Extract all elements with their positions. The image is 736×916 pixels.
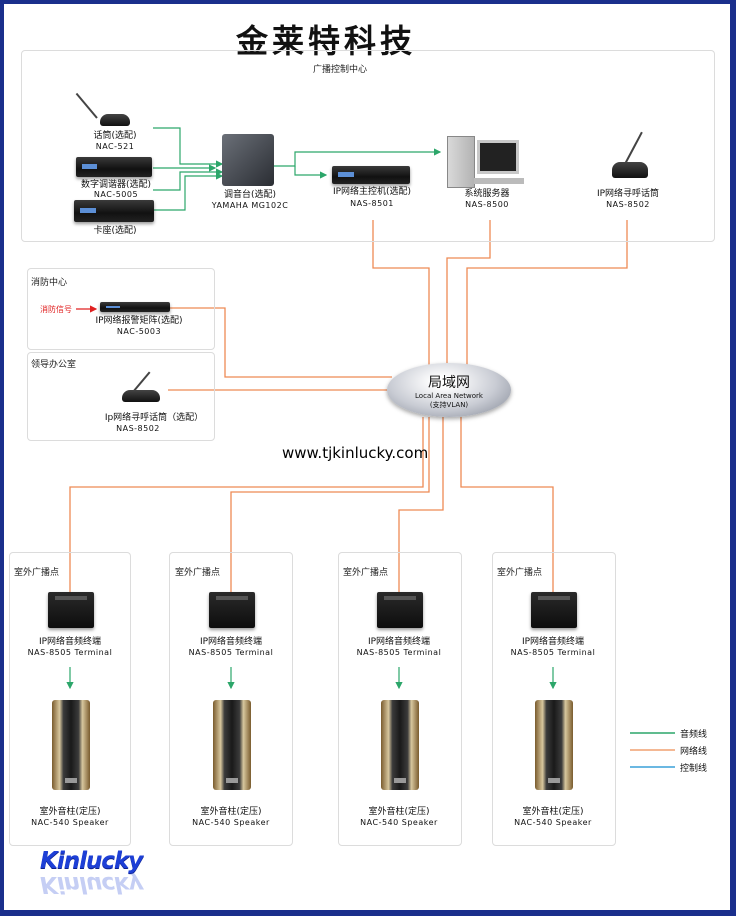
lan-note-label: (支持VLAN) xyxy=(429,401,469,409)
speaker-model-4: NAC-540 Speaker xyxy=(514,818,592,827)
office-label: 领导办公室 xyxy=(31,360,77,370)
deck-label: 卡座(选配) xyxy=(93,226,137,236)
speaker-image-3 xyxy=(381,700,419,790)
paging-main-label: IP网络寻呼话筒 xyxy=(596,189,660,199)
host-label: IP网络主控机(选配) xyxy=(332,187,412,197)
brand-logo-reflection: Kinlucky xyxy=(40,871,143,897)
speaker-image-1 xyxy=(52,700,90,790)
speaker-image-4 xyxy=(535,700,573,790)
lan-main-label: 局域网 xyxy=(428,375,470,391)
server-label: 系统服务器 xyxy=(464,189,510,199)
alarm-matrix-model: NAC-5003 xyxy=(116,327,162,336)
server-model: NAS-8500 xyxy=(465,200,509,209)
speaker-model-1: NAC-540 Speaker xyxy=(31,818,109,827)
lan-cloud: 局域网 Local Area Network (支持VLAN) xyxy=(387,363,511,417)
legend-network: 网络线 xyxy=(680,747,708,757)
tuner-image xyxy=(76,157,152,177)
host-model: NAS-8501 xyxy=(350,199,394,208)
paging-main-model: NAS-8502 xyxy=(606,200,650,209)
deck-image xyxy=(74,200,154,222)
tuner-label: 数字调谐器(选配) xyxy=(80,180,152,190)
tuner-model: NAC-5005 xyxy=(93,190,139,199)
brand-logo: Kinlucky xyxy=(40,848,143,874)
terminal-model-3: NAS-8505 Terminal xyxy=(356,648,442,657)
mic-label: 话筒(选配) xyxy=(93,131,137,141)
control-center-label: 广播控制中心 xyxy=(313,65,368,75)
terminal-model-1: NAS-8505 Terminal xyxy=(27,648,113,657)
server-tower-image xyxy=(447,136,475,188)
terminal-name-1: IP网络音频终端 xyxy=(38,637,102,647)
mixer-label: 调音台(选配) xyxy=(223,190,277,200)
outdoor-label-4: 室外广播点 xyxy=(497,568,543,578)
terminal-image-3 xyxy=(377,592,423,628)
mixer-model: YAMAHA MG102C xyxy=(211,201,289,210)
terminal-image-2 xyxy=(209,592,255,628)
keyboard-image xyxy=(474,178,524,184)
paging-office-model: NAS-8502 xyxy=(116,424,160,433)
outdoor-label-3: 室外广播点 xyxy=(343,568,389,578)
outdoor-zone-1 xyxy=(9,552,131,846)
speaker-model-3: NAC-540 Speaker xyxy=(360,818,438,827)
fire-center-label: 消防中心 xyxy=(31,278,68,288)
outdoor-label-1: 室外广播点 xyxy=(14,568,60,578)
diagram-canvas xyxy=(4,4,730,910)
microphone-image xyxy=(75,86,134,126)
mixer-image xyxy=(222,134,274,186)
speaker-image-2 xyxy=(213,700,251,790)
server-monitor-image xyxy=(477,140,519,174)
outdoor-zone-2 xyxy=(169,552,293,846)
audio-lines xyxy=(66,127,557,690)
speaker-name-1: 室外音柱(定压) xyxy=(39,807,101,817)
alarm-matrix-image xyxy=(100,302,170,312)
fire-center-zone xyxy=(27,268,215,350)
legend-audio: 音频线 xyxy=(680,730,708,740)
terminal-model-2: NAS-8505 Terminal xyxy=(188,648,274,657)
page-title: 金莱特科技 xyxy=(236,22,417,60)
lan-sub-label: Local Area Network xyxy=(415,392,483,400)
terminal-image-4 xyxy=(531,592,577,628)
legend-lines xyxy=(630,732,675,768)
host-image xyxy=(332,166,410,184)
alarm-matrix-label: IP网络报警矩阵(选配) xyxy=(95,316,183,326)
mic-model: NAC-521 xyxy=(95,142,135,151)
office-paging-mic-image xyxy=(118,366,164,402)
speaker-name-4: 室外音柱(定压) xyxy=(522,807,584,817)
outdoor-zone-3 xyxy=(338,552,462,846)
outdoor-label-2: 室外广播点 xyxy=(175,568,221,578)
speaker-name-3: 室外音柱(定压) xyxy=(368,807,430,817)
speaker-name-2: 室外音柱(定压) xyxy=(200,807,262,817)
terminal-name-2: IP网络音频终端 xyxy=(199,637,263,647)
website-url: www.tjkinlucky.com xyxy=(282,444,429,462)
paging-office-label: Ip网络寻呼话筒（选配） xyxy=(104,413,204,423)
speaker-model-2: NAC-540 Speaker xyxy=(192,818,270,827)
terminal-image-1 xyxy=(48,592,94,628)
office-zone xyxy=(27,352,215,441)
fire-signal-label: 消防信号 xyxy=(40,305,72,314)
control-center-zone xyxy=(21,50,715,242)
outdoor-zone-4 xyxy=(492,552,616,846)
terminal-model-4: NAS-8505 Terminal xyxy=(510,648,596,657)
terminal-name-3: IP网络音频终端 xyxy=(367,637,431,647)
paging-mic-image xyxy=(606,128,652,180)
legend-control: 控制线 xyxy=(680,764,708,774)
network-lines xyxy=(69,220,628,592)
terminal-name-4: IP网络音频终端 xyxy=(521,637,585,647)
